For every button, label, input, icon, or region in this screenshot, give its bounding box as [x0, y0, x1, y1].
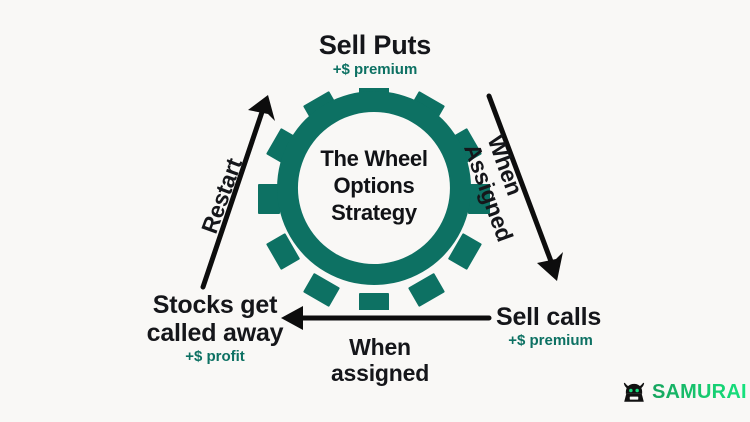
node-sell-calls-subtitle: +$ premium — [508, 332, 593, 349]
node-sell-calls-title: Sell calls — [496, 303, 602, 331]
samurai-helmet-icon — [623, 382, 645, 402]
node-sell-puts-title: Sell Puts — [318, 30, 432, 60]
edge-label-restart: Restart — [196, 154, 248, 237]
node-stocks-called-away-subtitle: +$ profit — [185, 348, 245, 365]
samurai-logo: SAMURAI — [621, 380, 747, 404]
edge-label-when-assigned-bottom-line-2: assigned — [330, 360, 430, 387]
gear-center-line-3: Strategy — [331, 199, 417, 225]
node-stocks-called-away-title: Stocks get called away — [146, 291, 284, 347]
node-stocks-called-away: Stocks get called away +$ profit — [130, 291, 300, 366]
gear-center-line-1: The Wheel — [320, 146, 428, 171]
node-sell-puts: Sell Puts +$ premium — [0, 30, 750, 79]
gear-center-line-2: Options — [333, 172, 415, 198]
edge-label-when-assigned-bottom: When assigned — [300, 334, 460, 387]
samurai-logo-text: SAMURAI — [652, 380, 747, 403]
node-sell-puts-subtitle: +$ premium — [332, 61, 418, 79]
gear-icon — [254, 88, 494, 310]
node-sell-calls: Sell calls +$ premium — [496, 303, 601, 350]
edge-label-when-assigned-bottom-line-1: When — [349, 334, 411, 360]
gear-center-label: The Wheel Options Strategy — [254, 146, 494, 226]
